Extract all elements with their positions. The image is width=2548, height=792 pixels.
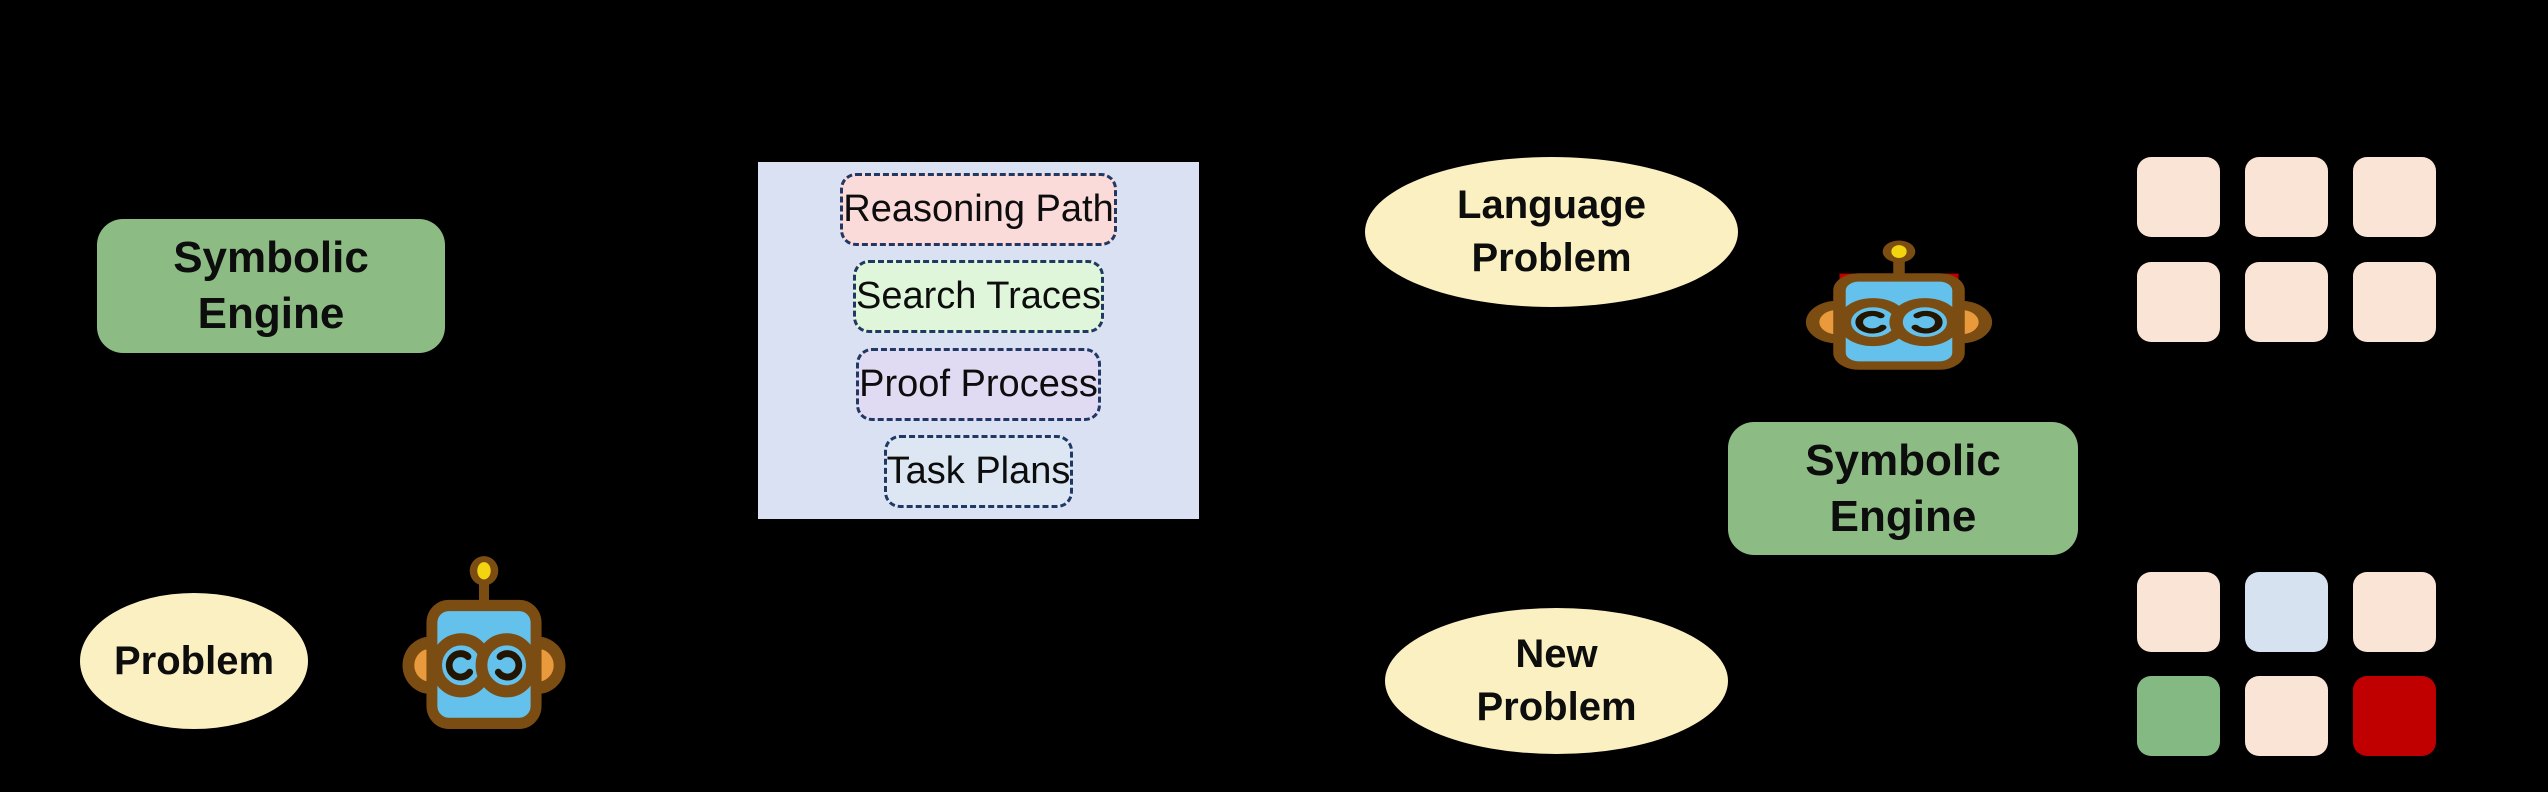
symbolic-engine-label-line2: Engine: [197, 289, 345, 338]
language-problem-label-line2: Problem: [1471, 236, 1632, 280]
robot-icon: [1803, 236, 1995, 372]
grid-cell-peach: [2353, 572, 2436, 652]
language-problem-ellipse: Language Problem: [1365, 157, 1738, 307]
symbolic-engine-box-right: Symbolic Engine: [1728, 422, 2078, 555]
symbolic-engine-label-line2: Engine: [1829, 491, 1977, 541]
grid-cell-peach: [2353, 157, 2436, 237]
grid-cell-blue: [2245, 572, 2328, 652]
symbolic-engine-label-line1: Symbolic: [1805, 435, 2001, 485]
new-problem-label-line1: New: [1515, 632, 1598, 677]
answer-grid-top: [2137, 157, 2436, 342]
answer-grid-bottom: [2137, 572, 2436, 756]
new-problem-label-line2: Problem: [1476, 685, 1637, 729]
problem-ellipse: Problem: [80, 593, 308, 729]
stack-item-task-plans: Task Plans: [883, 434, 1074, 508]
grid-cell-peach: [2245, 262, 2328, 342]
grid-cell-green: [2137, 676, 2220, 756]
grid-cell-peach: [2137, 572, 2220, 652]
grid-cell-peach: [2353, 262, 2436, 342]
stack-item-search-traces: Search Traces: [853, 260, 1104, 334]
grid-cell-peach: [2245, 157, 2328, 237]
grid-cell-peach: [2137, 262, 2220, 342]
stack-item-reasoning-path: Reasoning Path: [840, 173, 1117, 246]
symbolic-engine-box-left: Symbolic Engine: [97, 219, 445, 353]
grid-cell-peach: [2137, 157, 2220, 237]
language-problem-label-line1: Language: [1457, 183, 1646, 228]
grid-cell-red: [2353, 676, 2436, 756]
grid-cell-peach: [2245, 676, 2328, 756]
stack-item-proof-process: Proof Process: [856, 347, 1101, 421]
new-problem-ellipse: New Problem: [1385, 608, 1728, 754]
robot-icon: [400, 550, 568, 732]
problem-label: Problem: [113, 638, 275, 683]
symbolic-engine-label-line1: Symbolic: [173, 233, 369, 283]
